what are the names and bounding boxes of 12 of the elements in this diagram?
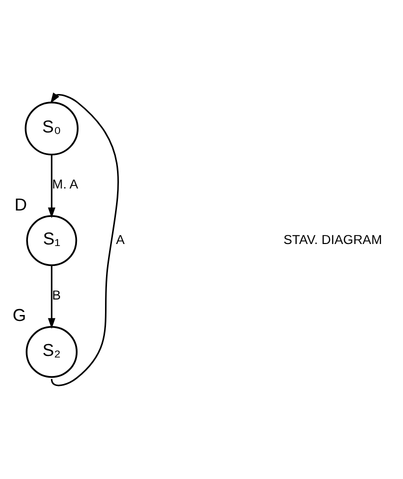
node-circle: S₁	[26, 214, 78, 266]
node-circle: S₀	[24, 101, 79, 155]
arrow	[48, 264, 56, 328]
edge-label: M. A	[52, 176, 78, 192]
node-label: D	[14, 194, 27, 214]
label: STAV. DIAGRAM	[284, 231, 382, 246]
node-label: G	[12, 304, 26, 325]
node-circle: S₂	[26, 326, 78, 378]
edge-label: A	[116, 231, 125, 246]
arrow	[48, 154, 56, 218]
arrow	[50, 92, 119, 386]
edge-label: B	[52, 286, 61, 302]
